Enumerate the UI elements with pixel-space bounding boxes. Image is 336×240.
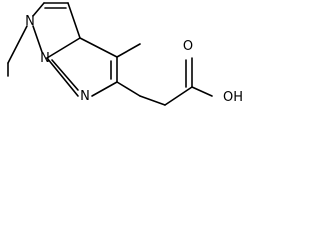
- bond: [7, 25, 28, 64]
- bond: [51, 59, 79, 91]
- bond: [79, 37, 118, 58]
- atom-label-hydroxyl: OH: [223, 90, 243, 105]
- bond: [46, 37, 81, 59]
- bond: [67, 2, 81, 39]
- bond: [116, 43, 141, 58]
- atom-label-n-pyridine: N: [80, 89, 90, 104]
- chemical-structure: N N N O OH: [7, 2, 243, 106]
- bond: [191, 86, 213, 97]
- bond: [46, 57, 79, 97]
- atom-label-carbonyl-oxygen: O: [183, 39, 193, 54]
- bond: [116, 81, 141, 97]
- bond: [32, 25, 43, 53]
- bond: [139, 95, 166, 106]
- bond: [91, 81, 118, 97]
- atom-label-n2: N: [40, 51, 50, 66]
- bond: [32, 2, 45, 17]
- bond: [164, 86, 193, 106]
- atom-label-n1: N: [25, 14, 35, 29]
